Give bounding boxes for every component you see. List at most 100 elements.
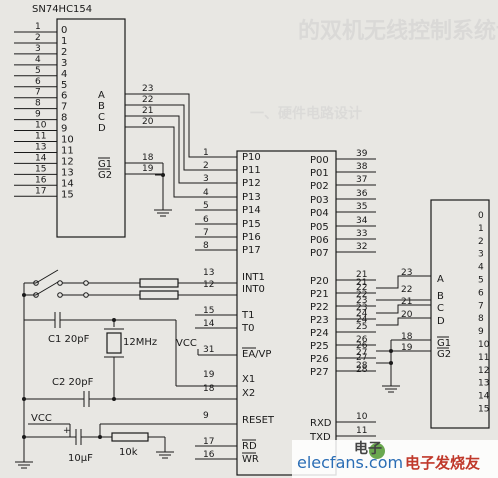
- u1-pin-label: 11: [61, 145, 74, 156]
- mcu-pin-label: INT1: [242, 272, 265, 283]
- u3-input-label: B: [437, 291, 444, 302]
- u1-pin-label: 10: [61, 135, 74, 146]
- left-ground-rail: [15, 283, 33, 469]
- vcc-ea: [197, 349, 237, 356]
- mcu-pin-label: WR: [242, 454, 259, 465]
- mcu-right-pin-number: 37: [356, 175, 367, 185]
- resistor-10k: [111, 432, 149, 442]
- u1-pin-number: 4: [35, 55, 41, 65]
- u1-pin-number: 6: [35, 77, 41, 87]
- mcu-right-pin-number: 11: [356, 426, 367, 436]
- mcu-pin-number: 8: [203, 241, 209, 251]
- mcu-pin-number: 16: [203, 450, 215, 460]
- u1-right-pin-number: 22: [142, 95, 153, 105]
- p2-pin-number: 23: [356, 303, 367, 313]
- u1-pin-number: 9: [35, 110, 41, 120]
- res-label: 10k: [119, 447, 138, 458]
- u1-right-pin-number: 23: [142, 84, 153, 94]
- u1-pin-label: 15: [61, 189, 74, 200]
- mcu-right-pin-label: P27: [310, 367, 329, 378]
- mcu-pin-number: 17: [203, 437, 214, 447]
- mcu-pin-label: P10: [242, 152, 261, 163]
- u1-pin-label: 0: [61, 25, 67, 36]
- mcu-right-pin-number: 27: [356, 348, 367, 358]
- u1-pin-number: 10: [35, 121, 47, 131]
- mcu-pin-number: 14: [203, 319, 215, 329]
- mcu-pin-number: 6: [203, 215, 209, 225]
- mcu-right-pin-number: 33: [356, 229, 367, 239]
- u3-body: [430, 199, 490, 429]
- u3-pin-label: 4: [478, 263, 484, 273]
- mcu-right-pin-label: P24: [310, 328, 329, 339]
- int-switches: [24, 269, 237, 300]
- mcu-pin-label: P14: [242, 205, 261, 216]
- mcu-pin-label: T0: [241, 323, 254, 334]
- mcu-right-pin-label: RXD: [310, 418, 332, 429]
- mcu-right-pin-number: 39: [356, 149, 368, 159]
- u1-pin-number: 7: [35, 88, 41, 98]
- mcu-pin-label: P13: [242, 192, 261, 203]
- u3-pin-label: 5: [478, 276, 484, 286]
- u3-input-pin-number: 21: [401, 297, 412, 307]
- mcu-pin-number: 31: [203, 345, 214, 355]
- c2-label: C2 20pF: [52, 377, 94, 388]
- c1-label: C1 20pF: [48, 334, 90, 345]
- u1-pin-label: 9: [61, 124, 67, 135]
- mcu-right-pin-number: 34: [356, 216, 368, 226]
- crystal-symbol: [106, 332, 122, 354]
- vcc-bottom-label: VCC: [31, 413, 52, 424]
- mcu-right-pin-label: P07: [310, 248, 329, 259]
- u1-pin-label: 2: [61, 47, 67, 58]
- u3-pin-label: 10: [478, 340, 490, 350]
- mcu-pin-number: 3: [203, 174, 209, 184]
- oscillator-circuit: [24, 312, 237, 407]
- mcu-right-pin-number: 21: [356, 270, 367, 280]
- u3-pin-label: 1: [478, 224, 484, 234]
- u1-pin-number: 2: [35, 33, 41, 43]
- mcu-pin-number: 15: [203, 306, 214, 316]
- watermark-site: elecfans.com: [297, 453, 403, 472]
- u3-input-label: C: [437, 303, 444, 314]
- mcu-right-pin-number: 36: [356, 189, 368, 199]
- mcu-right-pin-number: 22: [356, 283, 367, 293]
- u1-pin-number: 17: [35, 186, 46, 196]
- u3-input-pin-number: 23: [401, 268, 412, 278]
- mcu-right-pins: P0039P0138P0237P0336P0435P0534P0633P0732…: [309, 149, 376, 443]
- mcu-pin-number: 2: [203, 161, 209, 171]
- u1-right-pin-label: D: [98, 123, 106, 134]
- mcu-right-pin-label: P22: [310, 302, 329, 313]
- u1-pin-number: 15: [35, 164, 46, 174]
- u1-pin-label: 3: [61, 58, 67, 69]
- mcu-pin-number: 18: [203, 384, 215, 394]
- cap-label: 10μF: [68, 453, 93, 464]
- elecfans-watermark: 电子 elecfans.com 电子发烧友: [292, 440, 498, 478]
- u3-input-label: A: [437, 274, 444, 285]
- p2-enable-pin-number: 28: [356, 365, 368, 375]
- mcu-pin-number: 13: [203, 268, 214, 278]
- u1-pin-number: 1: [35, 22, 41, 32]
- u1-pin-label: 12: [61, 156, 74, 167]
- u1-enable-ground: [154, 162, 172, 217]
- u3-pin-label: 13: [478, 379, 489, 389]
- u3-pin-label: 6: [478, 288, 484, 298]
- mcu-right-pin-number: 32: [356, 242, 367, 252]
- mcu-pin-label: P17: [242, 245, 261, 256]
- mcu-to-u3-bus: [376, 275, 431, 393]
- mcu-pin-number: 9: [203, 411, 209, 421]
- u1-pin-label: 4: [61, 69, 67, 80]
- u1-pin-number: 8: [35, 99, 41, 109]
- u3-pin-label: 15: [478, 405, 489, 415]
- u1-pin-label: 13: [61, 167, 74, 178]
- bg-heading-text: 一、硬件电路设计: [250, 105, 362, 122]
- p2-pin-number: 21: [356, 278, 367, 288]
- mcu-pin-number: 12: [203, 280, 214, 290]
- watermark-logo-icon: [369, 443, 385, 459]
- u1-pin-number: 16: [35, 175, 47, 185]
- u1-right-pin-label: G2: [98, 170, 112, 181]
- u3-input-pin-number: 20: [401, 310, 413, 320]
- mcu-pin-label: RESET: [242, 415, 275, 426]
- u1-pin-number: 3: [35, 44, 41, 54]
- u3-input-pin-number: 22: [401, 285, 412, 295]
- mcu-pin-label: T1: [241, 310, 254, 321]
- u1-right-pin-label: B: [98, 101, 105, 112]
